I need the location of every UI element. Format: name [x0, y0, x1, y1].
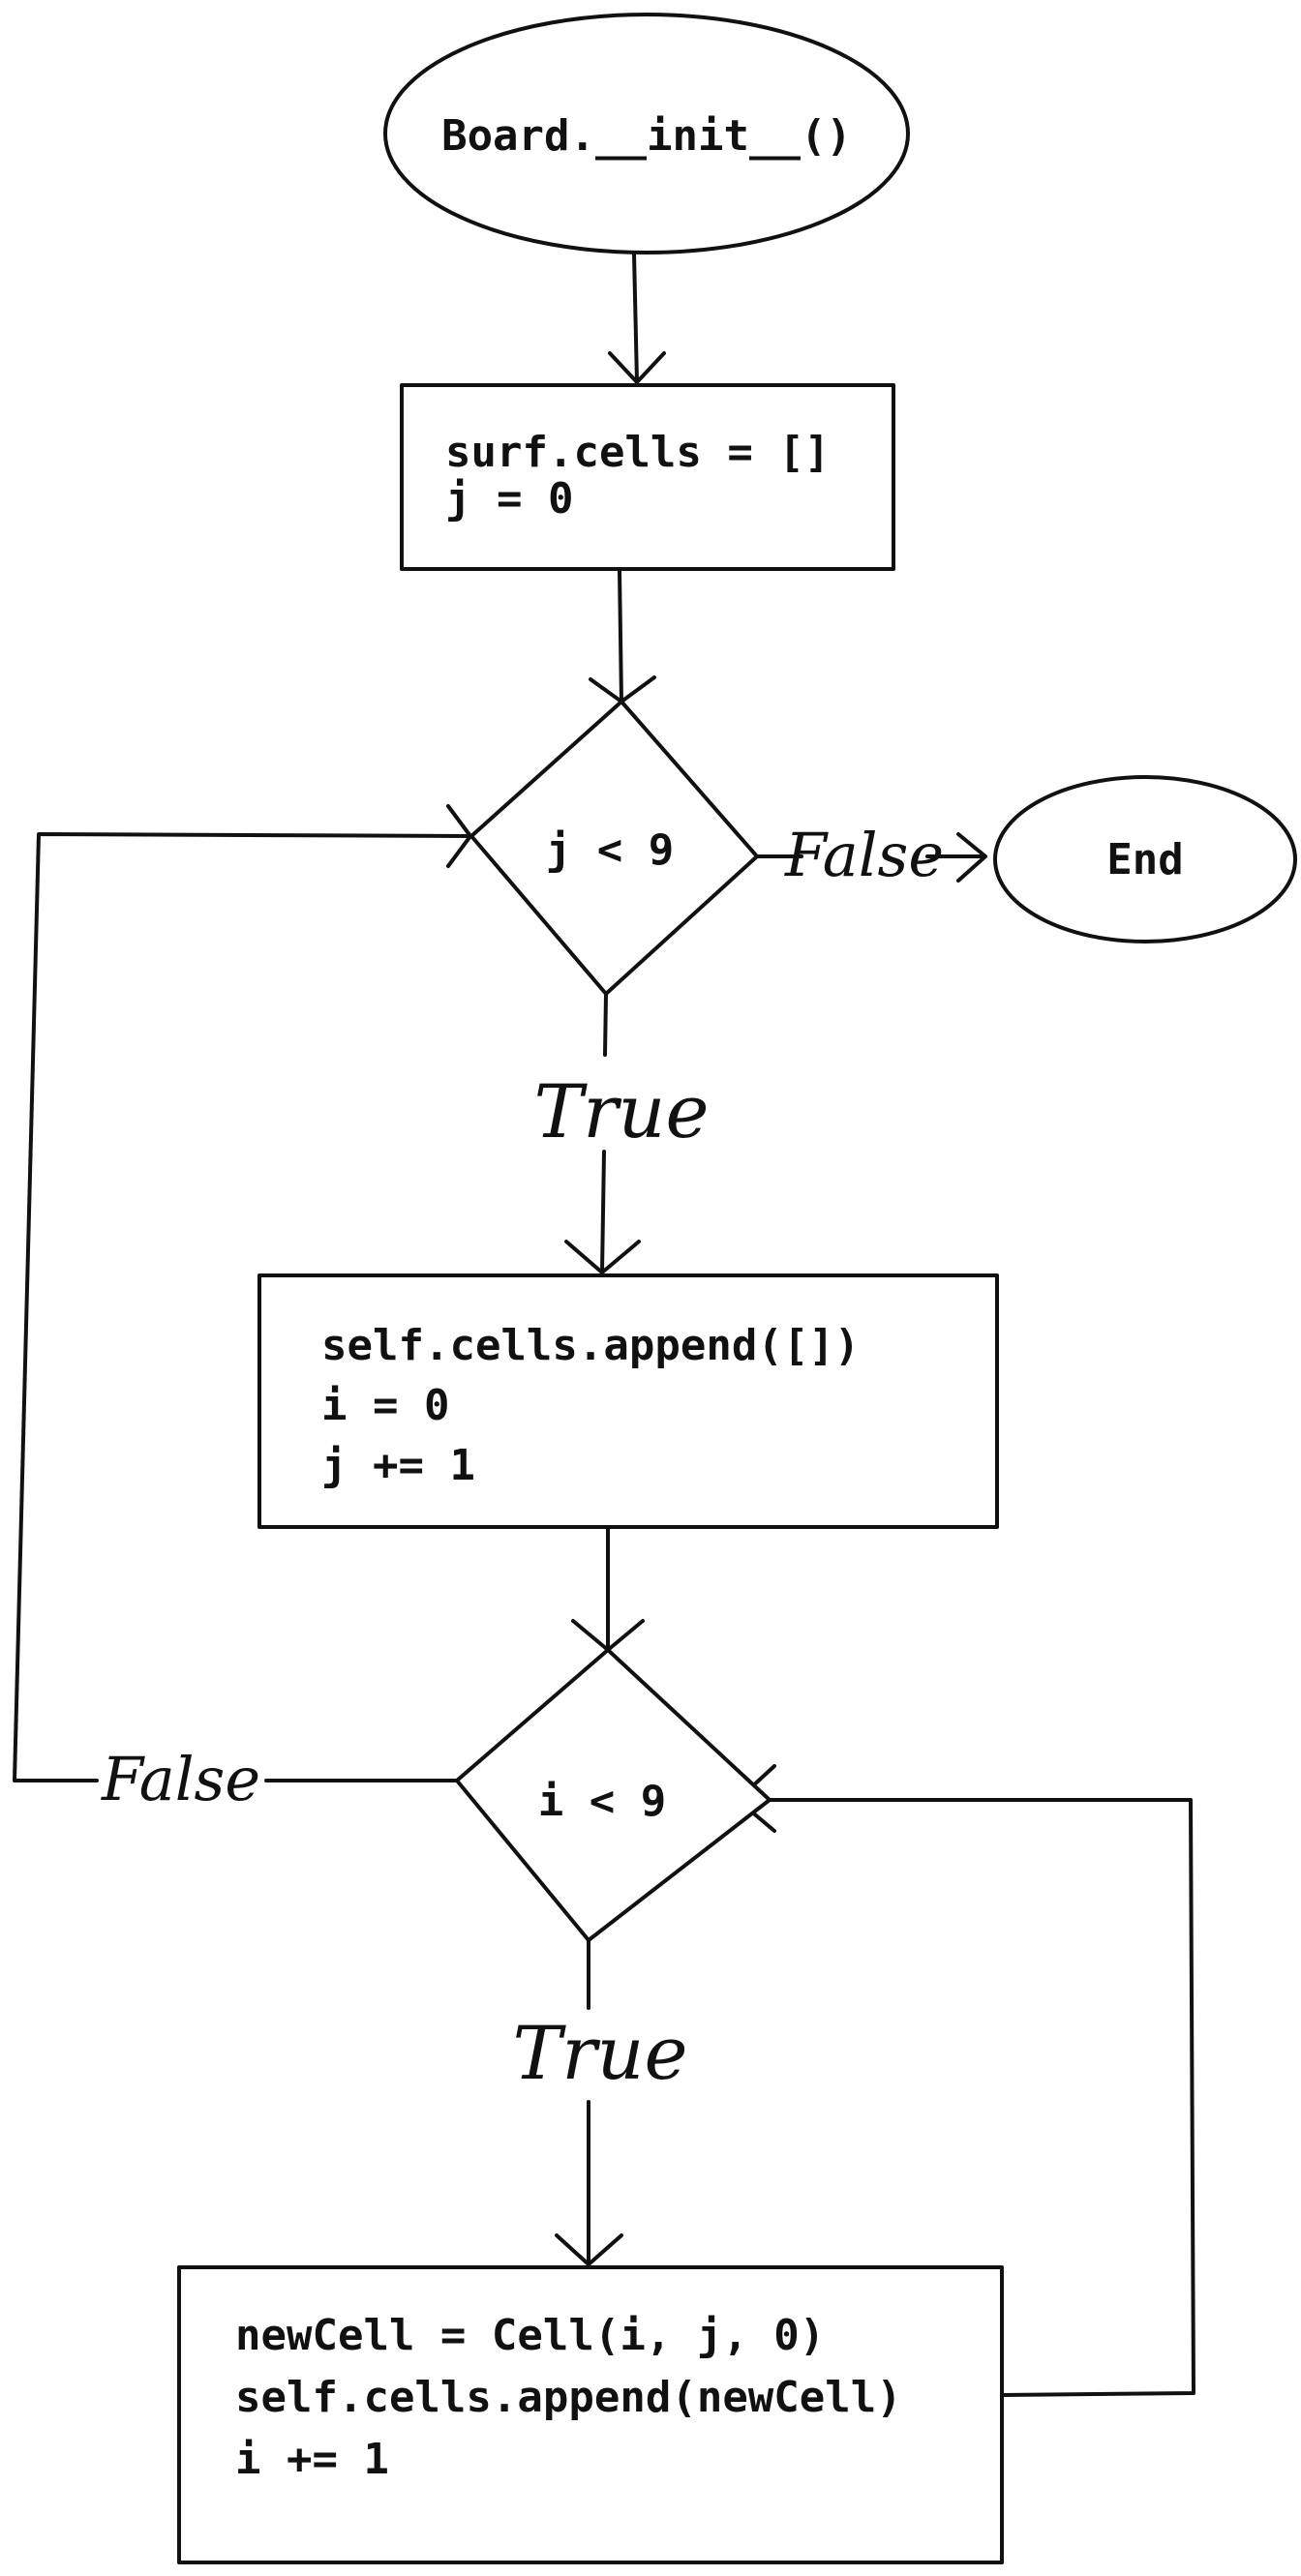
row-box — [257, 1273, 999, 1529]
start-node: Board.__init__() — [383, 13, 910, 255]
row-process: self.cells.append([]) i = 0 j += 1 — [257, 1273, 999, 1529]
arrowhead — [608, 351, 666, 384]
row-line-2: i = 0 — [321, 1381, 449, 1430]
connectors — [13, 252, 1195, 2397]
arrow-inner-false-loop — [13, 832, 472, 1782]
end-node: End — [993, 775, 1297, 944]
arrow-start-to-init — [632, 252, 639, 384]
row-line-3: j += 1 — [321, 1441, 475, 1490]
start-ellipse — [383, 13, 910, 255]
outer-false-label: False — [784, 820, 944, 890]
outer-true-label: True — [534, 1068, 710, 1154]
arrowhead — [956, 832, 987, 883]
cell-process: newCell = Cell(i, j, 0) self.cells.appen… — [177, 2265, 1004, 2564]
cell-line-1: newCell = Cell(i, j, 0) — [235, 2311, 825, 2360]
init-line-1: surf.cells = [] — [445, 428, 830, 477]
cell-line-3: i += 1 — [235, 2435, 389, 2484]
arrow-cell-loop-back — [736, 1798, 1195, 2397]
init-line-2: j = 0 — [445, 474, 573, 524]
outer-condition-label: j < 9 — [546, 825, 674, 875]
end-label: End — [1106, 835, 1183, 884]
arrowhead — [564, 1240, 641, 1274]
cell-line-2: self.cells.append(newCell) — [235, 2373, 902, 2422]
inner-condition-diamond — [455, 1648, 772, 1942]
row-line-1: self.cells.append([]) — [321, 1321, 860, 1370]
inner-true-label: True — [513, 2010, 688, 2096]
outer-condition-diamond — [469, 700, 759, 996]
inner-decision: i < 9 — [455, 1648, 772, 1942]
init-process: surf.cells = [] j = 0 — [400, 383, 895, 571]
arrow-outer-true-part2 — [600, 1150, 606, 1274]
arrow-outer-true-part1 — [603, 992, 608, 1057]
outer-decision: j < 9 — [469, 700, 759, 996]
arrowhead — [555, 2233, 623, 2266]
start-label: Board.__init__() — [441, 111, 852, 161]
inner-false-label: False — [101, 1744, 260, 1814]
end-ellipse — [993, 775, 1297, 944]
inner-condition-label: i < 9 — [538, 1777, 666, 1826]
init-box — [400, 383, 895, 571]
arrow-init-to-outer-condition — [618, 569, 623, 704]
cell-box — [177, 2265, 1004, 2564]
